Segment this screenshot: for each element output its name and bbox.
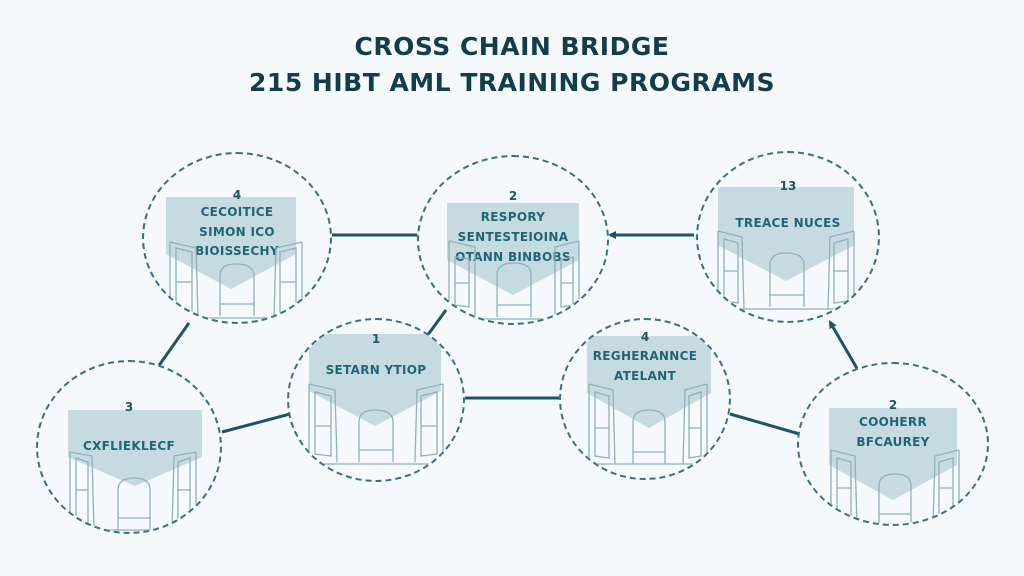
room-doorway-icon <box>166 241 312 319</box>
node-label-line: SENTESTEIOINA <box>457 230 569 244</box>
connector-line <box>729 412 804 437</box>
room-doorway-icon <box>305 383 451 465</box>
step-number: 1 <box>371 332 381 346</box>
room-doorway-icon <box>714 230 860 310</box>
step-number: 4 <box>232 188 242 202</box>
node-label-line: OTANN BINBOBS <box>455 250 571 264</box>
diagram-subtitle: 215 HIBT AML TRAINING PROGRAMS <box>249 68 775 97</box>
node-label-line: RESPORY <box>480 210 546 224</box>
node-bottom-right[interactable]: 2 COOHERR BFCAUREY <box>797 362 989 526</box>
room-doorway-icon <box>585 383 713 465</box>
diagram-title: CROSS CHAIN BRIDGE <box>354 32 670 61</box>
node-top-right[interactable]: 13 TREACE NUCES <box>696 151 880 323</box>
node-label-line: CECOITICE <box>200 205 274 219</box>
node-middle-center[interactable]: 1 SETARN YTIOP <box>287 318 465 482</box>
room-doorway-icon <box>66 451 202 531</box>
node-bottom-left[interactable]: 3 CXFLIEKLECF <box>36 360 222 534</box>
node-label-line: SIMON ICO <box>199 225 275 239</box>
step-number: 4 <box>640 330 650 344</box>
step-number: 2 <box>508 189 518 203</box>
node-label-line: TREACE NUCES <box>735 216 841 230</box>
node-label-line: BFCAUREY <box>856 435 930 449</box>
step-number: 13 <box>779 179 797 193</box>
node-label-line: COOHERR <box>858 415 928 429</box>
node-top-center[interactable]: 2 RESPORY SENTESTEIOINA OTANN BINBOBS <box>417 155 609 325</box>
step-number: 2 <box>888 398 898 412</box>
room-doorway-icon <box>443 240 587 320</box>
node-label-line: BIOISSECHY <box>195 244 279 258</box>
room-doorway-icon <box>830 449 960 524</box>
node-label-line: SETARN YTIOP <box>325 363 427 377</box>
node-label-line: ATELANT <box>613 369 676 383</box>
step-number: 3 <box>124 400 134 414</box>
node-top-left[interactable]: 4 CECOITICE SIMON ICO BIOISSECHY <box>142 152 332 324</box>
node-middle-right[interactable]: 4 REGHERANNCE ATELANT <box>559 318 731 480</box>
connector-line <box>221 412 291 434</box>
node-label-line: REGHERANNCE <box>592 349 698 363</box>
node-label-line: CXFLIEKLECF <box>82 439 175 453</box>
